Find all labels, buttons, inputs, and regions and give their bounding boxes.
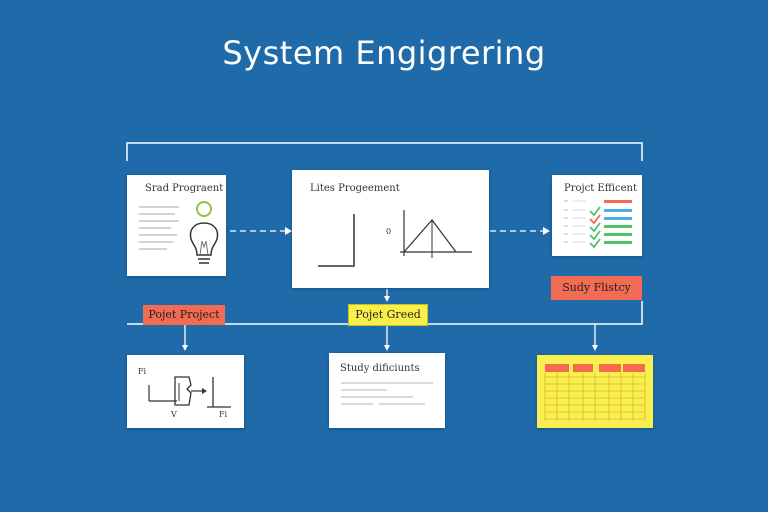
bottom-left-x-label-2: Fi xyxy=(219,410,228,419)
lightbulb-icon xyxy=(139,201,219,264)
bottom-left-y-label: Fi xyxy=(138,367,147,376)
label-right: Sudy Flistcy xyxy=(551,276,642,300)
card-top-center: Lites Progeement 0 xyxy=(292,170,489,288)
text-lines-icon xyxy=(341,382,433,405)
card-top-center-title: Lites Progeement xyxy=(310,183,400,194)
checklist-icon xyxy=(564,200,632,249)
card-top-left: Srad Prograent xyxy=(127,175,226,276)
card-top-right-title: Projct Efficent xyxy=(564,183,638,194)
bottom-left-x-label-1: V xyxy=(170,410,177,419)
spreadsheet-icon xyxy=(544,364,646,421)
line-graph-icon: 0 xyxy=(318,210,472,267)
card-bottom-left: Fi V Fi xyxy=(127,355,244,428)
block-diagram-icon: Fi V Fi xyxy=(138,367,231,419)
label-left: Pojet Project xyxy=(143,305,225,325)
diagram-title: System Engigrering xyxy=(222,34,546,72)
label-center: Pojet Greed xyxy=(348,304,428,326)
graph-y-tick: 0 xyxy=(386,227,391,236)
card-top-right: Projct Efficent xyxy=(552,175,642,256)
card-bottom-center-title: Study dificiunts xyxy=(340,363,420,374)
card-bottom-center: Study dificiunts xyxy=(329,353,445,428)
card-bottom-right-spreadsheet xyxy=(537,355,653,428)
card-top-left-title: Srad Prograent xyxy=(145,183,224,194)
